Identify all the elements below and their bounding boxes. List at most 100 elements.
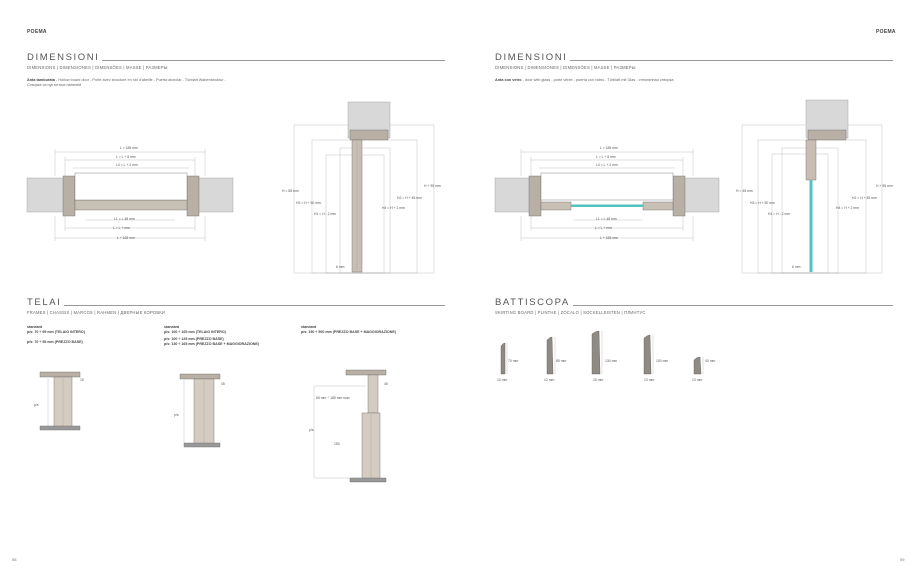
- spec-l1: standard: [27, 325, 43, 329]
- desc-line2: Створка из пустотных панелей: [27, 83, 82, 87]
- section-title: BATTISCOPA: [495, 297, 570, 308]
- frame2-dim-ps: p/s: [174, 413, 179, 417]
- skirting-profile-2: [546, 336, 554, 375]
- dim-bot1: L1 = L 48 mm: [596, 217, 617, 221]
- dim-h5: H4 = H + 2 mm: [382, 206, 405, 210]
- wall-right: [682, 177, 720, 213]
- frame-head: [807, 129, 847, 141]
- spec-l2: p/s: 190 ÷ 500 mm (PREZZO BASE + MAGGIOR…: [301, 329, 396, 334]
- brand-right: POEMA: [876, 29, 896, 35]
- door-opening: [540, 172, 674, 201]
- frame3-dim-150: 150: [334, 442, 340, 446]
- dim-top2: L = L + 8 mm: [596, 155, 616, 159]
- telai-col1-spec: standard p/s: 70 ÷ 95 mm (TELAIO INTERO)…: [27, 325, 85, 345]
- dim-bottom: 6 mm: [792, 265, 801, 269]
- frame1-dim-ps: p/s: [34, 403, 39, 407]
- dim-h5: H4 = H + 2 mm: [836, 206, 859, 210]
- skirting-profile-5: [693, 356, 702, 375]
- leaf-rail-top: [805, 139, 817, 181]
- dim-h2: H3 = H + 50 mm: [296, 201, 321, 205]
- dimensioni-left-section: DIMENSIONI DIMENSIONS | DIMENSIONES | DI…: [27, 52, 445, 88]
- plan-drawing-right: [494, 149, 720, 241]
- dim-h2: H3 = H + 50 mm: [750, 201, 775, 205]
- section-title: DIMENSIONI: [27, 52, 100, 63]
- skirting-2-thickness: 12 mm: [544, 378, 555, 382]
- skirting-1-thickness: 10 mm: [497, 378, 508, 382]
- skirting-5-height: 40 mm: [705, 359, 716, 363]
- spec-l1: standard: [301, 325, 317, 329]
- frame-drawing-1: [39, 371, 81, 431]
- wall-left: [494, 177, 532, 213]
- section-subtitle: SKIRTING BOARD | PLINTHE | ZÓCALO | SOCK…: [495, 310, 646, 315]
- dimensioni-right-section: DIMENSIONI DIMENSIONS | DIMENSIONES | DI…: [495, 52, 893, 83]
- frame-drawing-2: [179, 373, 221, 448]
- battiscopa-section: BATTISCOPA SKIRTING BOARD | PLINTHE | ZÓ…: [495, 297, 893, 315]
- spec-l2: p/s: 100 ÷ 165 mm (TELAIO INTERO): [164, 329, 226, 334]
- dim-h4: H2 = H + 45 mm: [397, 196, 422, 200]
- skirting-1-height: 70 mm: [508, 359, 519, 363]
- desc-rest: - Hollow board door - Porte avec structu…: [54, 78, 226, 82]
- skirting-profile-4: [643, 334, 652, 375]
- dim-bot2: L = L + mm: [595, 226, 612, 230]
- skirting-profile-1: [500, 342, 506, 375]
- dim-h1: H = 85 mm: [282, 189, 299, 193]
- dim-top3: L4 = L + 4 mm: [116, 163, 138, 167]
- frame-right: [672, 175, 686, 217]
- section-title: DIMENSIONI: [495, 52, 568, 63]
- section-title: TELAI: [27, 297, 62, 308]
- plan-drawing-left: [26, 149, 234, 241]
- skirting-3-thickness: 15 mm: [593, 378, 604, 382]
- dim-bottom: 6 mm: [336, 265, 345, 269]
- dim-h3: H1 = H - 2 mm: [314, 212, 337, 216]
- dim-bot3: L + 165 mm: [600, 236, 618, 240]
- title-rule: [570, 60, 893, 61]
- frame-left: [528, 175, 542, 217]
- frame3-dim-top: 45: [384, 382, 388, 386]
- spec-l3: p/s: 70 ÷ 95 mm (PREZZO BASE): [27, 340, 83, 345]
- dim-h4: H2 = H + 45 mm: [852, 196, 877, 200]
- title-rule: [64, 305, 445, 306]
- desc-bold: Anta con vetro: [495, 78, 522, 82]
- frame3-dim-ps: p/s: [309, 428, 314, 432]
- door-opening: [74, 172, 188, 201]
- title-rule: [102, 60, 445, 61]
- spec-l1: standard: [164, 325, 180, 329]
- spec-l2: p/s: 70 ÷ 95 mm (TELAIO INTERO): [27, 329, 85, 334]
- desc-bold: Anta tamburata: [27, 78, 55, 82]
- dim-h1: H = 45 mm: [736, 189, 753, 193]
- title-rule: [572, 305, 893, 306]
- page-number-left: 58: [12, 557, 17, 562]
- wall-left: [26, 177, 66, 213]
- leaf-stile-left: [540, 201, 572, 211]
- section-subtitle: DIMENSIONS | DIMENSIONES | DIMENSÕES | M…: [495, 65, 636, 70]
- dim-h3: H1 = H - 2 mm: [768, 212, 791, 216]
- telai-col2-spec: standard p/s: 100 ÷ 165 mm (TELAIO INTER…: [164, 325, 259, 346]
- dim-bot2: L = L + mm: [113, 226, 130, 230]
- brand-left: POEMA: [27, 29, 47, 35]
- frame-left: [62, 175, 76, 217]
- section-subtitle: DIMENSIONS | DIMENSIONES | DIMENSÕES | M…: [27, 65, 168, 70]
- skirting-4-height: 100 mm: [656, 359, 669, 363]
- dim-top2: L = L + 8 mm: [116, 155, 136, 159]
- frame-head: [349, 129, 389, 141]
- frame-drawing-3: [313, 369, 387, 483]
- glass-pane-section: [809, 180, 813, 272]
- section-description: Anta con vetro - door with glass - porte…: [495, 78, 893, 83]
- section-description: Anta tamburata - Hollow board door - Por…: [27, 78, 445, 88]
- dim-bot1: L1 = L 48 mm: [114, 217, 135, 221]
- wall-right: [196, 177, 234, 213]
- frame1-dim-top: 15: [80, 378, 84, 382]
- dim-top1: L = 185 mm: [600, 146, 618, 150]
- skirting-4-thickness: 13 mm: [644, 378, 655, 382]
- section-drawing-left: [293, 101, 435, 274]
- frame3-dim-range: 65 mm ÷ 185 mm max: [316, 396, 350, 400]
- section-drawing-right: [741, 99, 883, 274]
- skirting-profile-3: [591, 330, 601, 375]
- dim-top3: L4 = L + 4 mm: [596, 163, 618, 167]
- dim-h6: H + 95 mm: [876, 184, 893, 188]
- dim-h6: H + 95 mm: [424, 184, 441, 188]
- desc-rest: - door with glass - porte vitrée - puert…: [521, 78, 674, 82]
- skirting-5-thickness: 13 mm: [692, 378, 703, 382]
- dim-bot3: L + 165 mm: [117, 236, 135, 240]
- page-number-right: 59: [900, 557, 905, 562]
